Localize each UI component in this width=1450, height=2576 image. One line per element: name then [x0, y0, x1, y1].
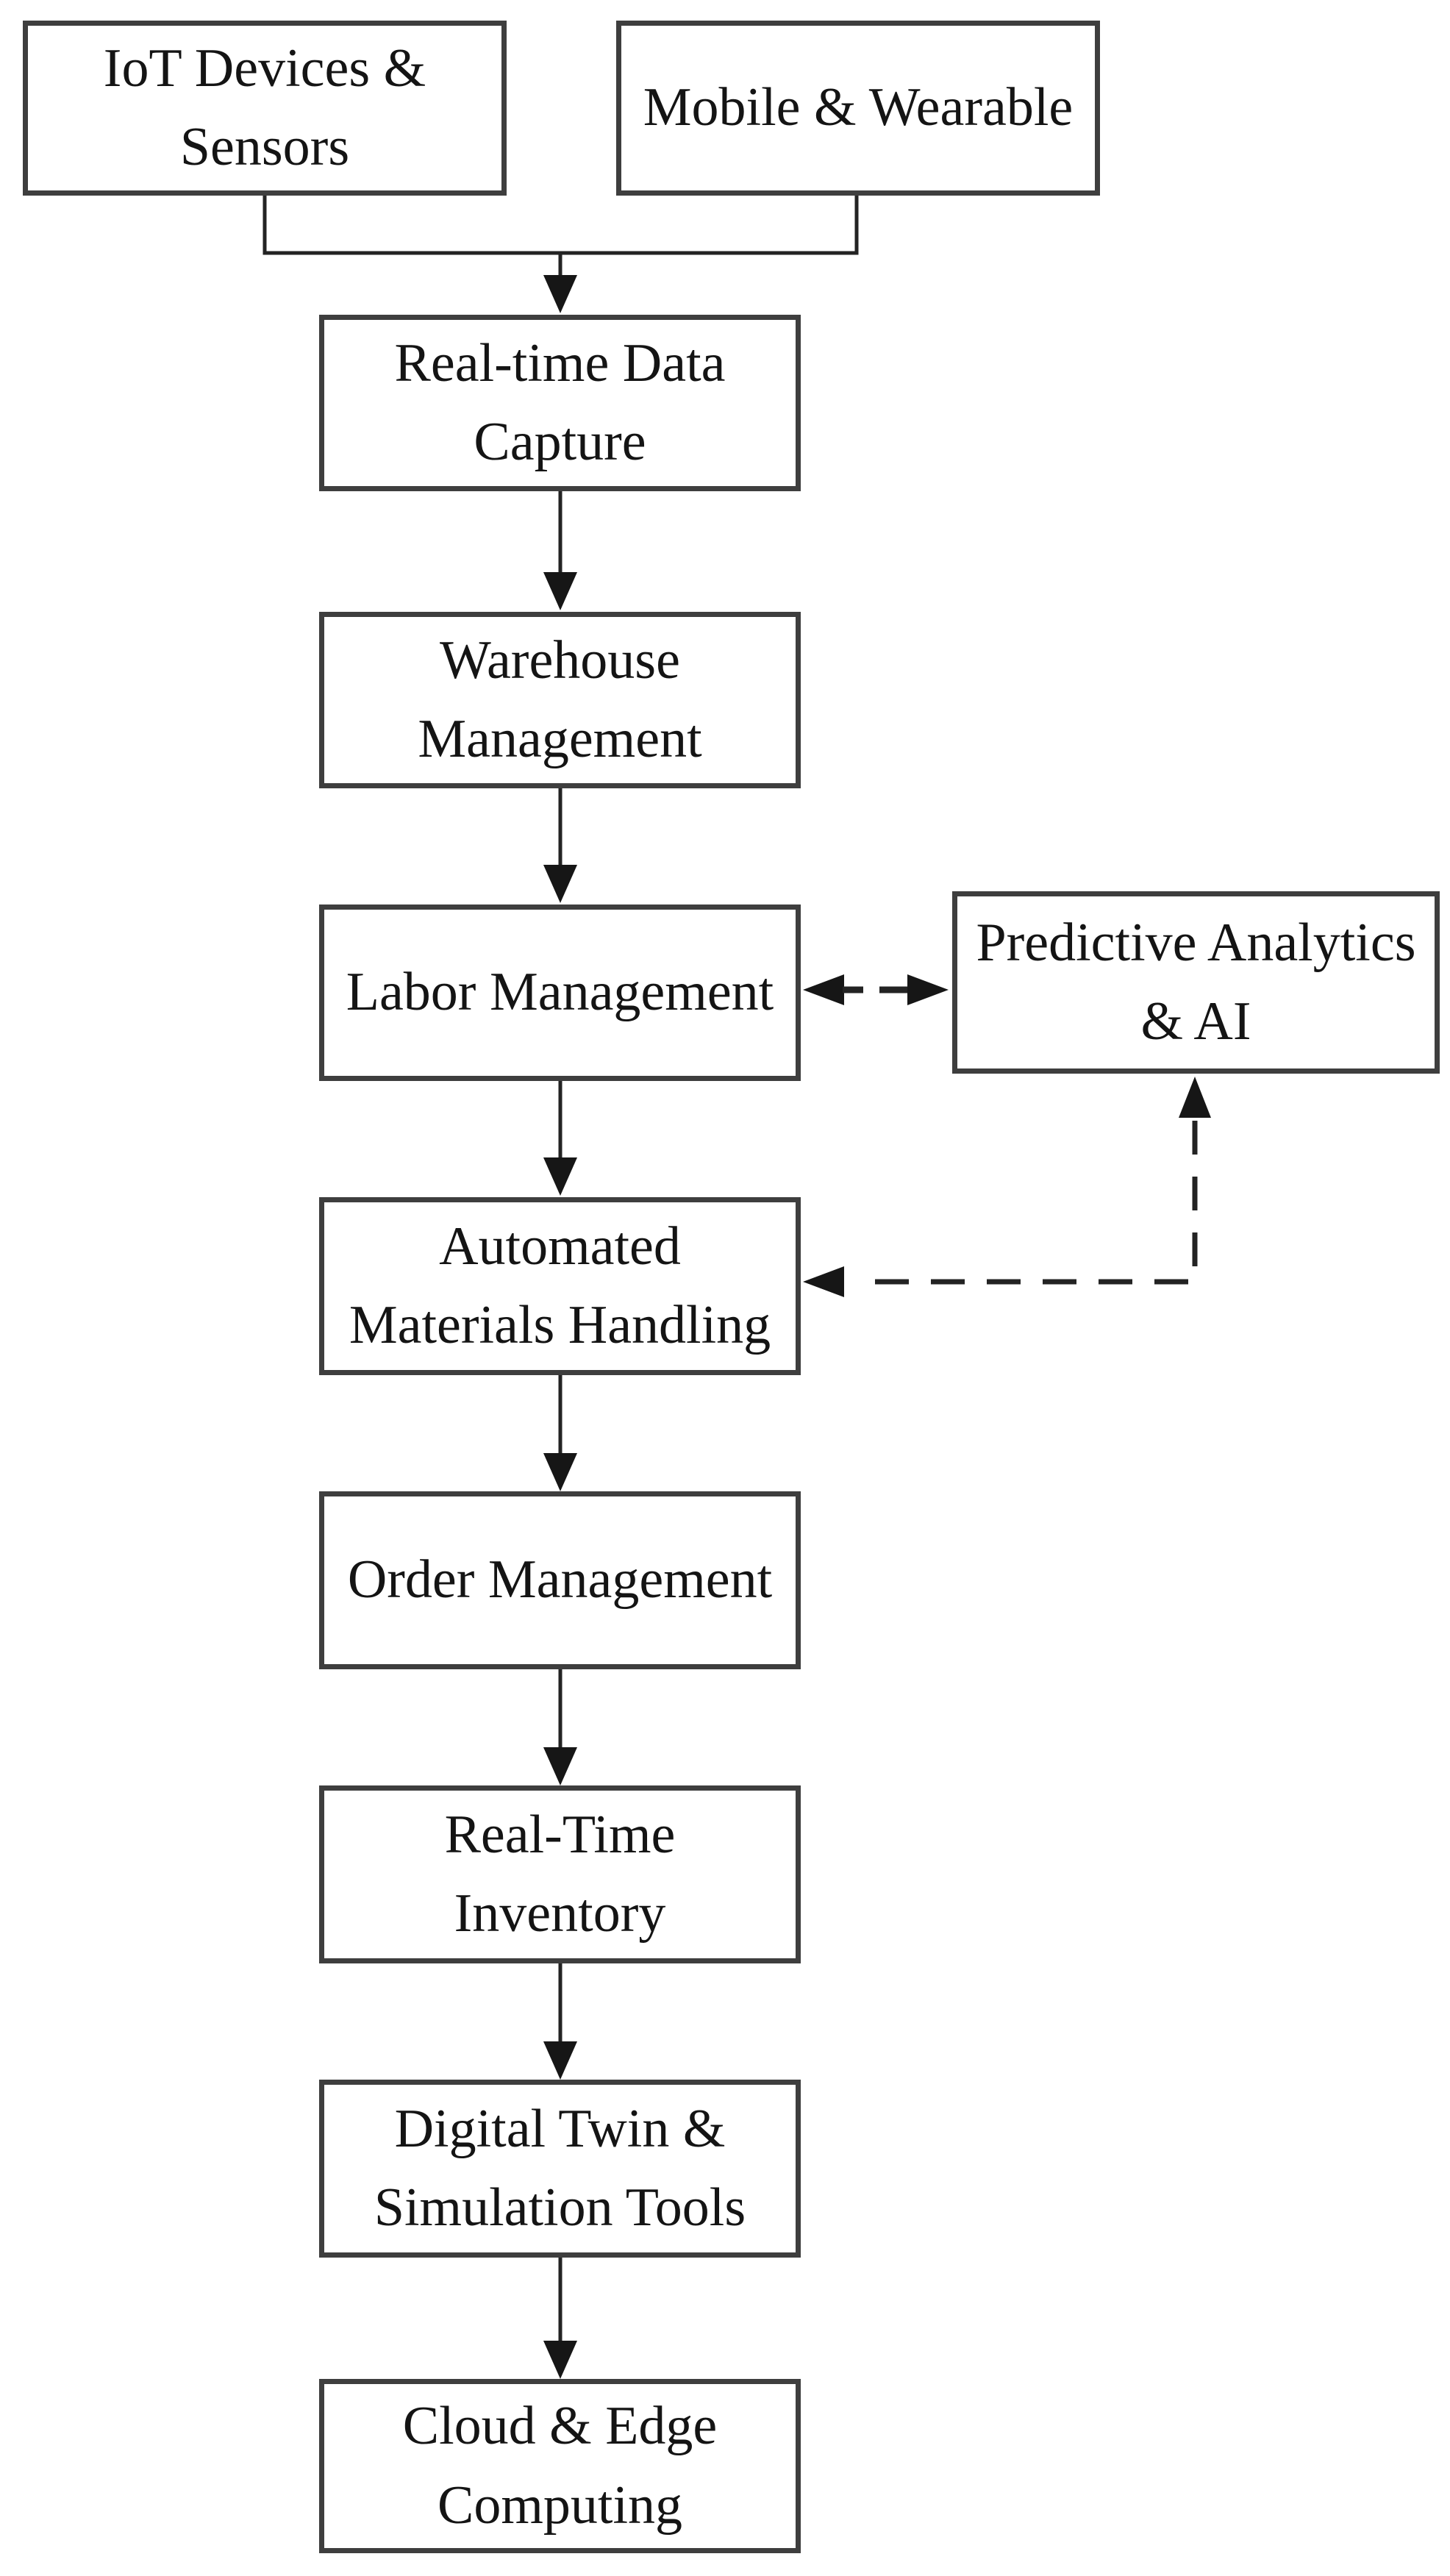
node-automated-materials-handling: Automated Materials Handling [319, 1197, 801, 1375]
connector-warehouse-to-labor [543, 788, 577, 903]
arrowhead-left-icon [803, 974, 844, 1005]
arrowhead-down-icon [543, 2341, 577, 2379]
arrowhead-down-icon [543, 2041, 577, 2080]
connector-labor-to-automated [543, 1081, 577, 1196]
connector-automated-to-order [543, 1375, 577, 1491]
arrowhead-down-icon [543, 865, 577, 903]
arrowhead-down-icon [543, 1453, 577, 1491]
merge-bracket-line [262, 196, 859, 255]
node-predictive-analytics-ai: Predictive Analytics & AI [952, 891, 1440, 1074]
dashed-elbow-line [853, 1121, 1198, 1285]
connector-labor-predictive-dashed [803, 974, 949, 1005]
connector-merge-bracket [262, 196, 859, 313]
arrowhead-up-icon [1179, 1077, 1211, 1118]
connector-predictive-automated-dashed [803, 1077, 1211, 1297]
node-labor-management: Labor Management [319, 905, 801, 1081]
connector-inventory-to-digitaltwin [543, 1963, 577, 2080]
arrowhead-right-icon [907, 974, 949, 1005]
node-cloud-edge-computing: Cloud & Edge Computing [319, 2379, 801, 2553]
node-warehouse-management: Warehouse Management [319, 612, 801, 788]
connector-rtdc-to-warehouse [543, 491, 577, 610]
node-mobile-wearable: Mobile & Wearable [616, 21, 1100, 196]
node-real-time-inventory: Real-Time Inventory [319, 1785, 801, 1963]
arrowhead-down-icon [543, 1747, 577, 1785]
merge-arrowhead-down-icon [543, 275, 577, 313]
node-digital-twin-simulation-tools: Digital Twin & Simulation Tools [319, 2080, 801, 2258]
arrowhead-down-icon [543, 572, 577, 610]
node-order-management: Order Management [319, 1491, 801, 1669]
node-iot-devices-sensors: IoT Devices & Sensors [23, 21, 507, 196]
connector-order-to-inventory [543, 1669, 577, 1785]
arrowhead-down-icon [543, 1157, 577, 1196]
connector-digitaltwin-to-cloud [543, 2258, 577, 2379]
arrowhead-left-icon [803, 1266, 844, 1297]
node-real-time-data-capture: Real-time Data Capture [319, 315, 801, 491]
